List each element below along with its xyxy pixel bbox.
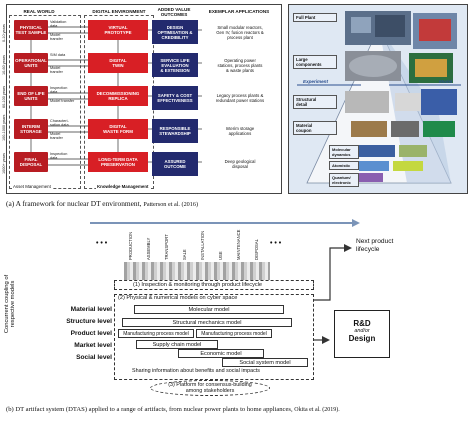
row-connectors bbox=[30, 26, 202, 166]
added-value-box: SERVICE LIFE EVALUATION & EXTENSION bbox=[152, 53, 198, 77]
caption-a-text: (a) A framework for nuclear DT environme… bbox=[6, 199, 142, 208]
panel-a-nuclear-framework: REAL WORLD DIGITAL ENVIRONMENT ADDED VAL… bbox=[2, 4, 468, 208]
link-bottom-label: Model transfer bbox=[50, 132, 63, 140]
supply-chain-model: Supply chain model bbox=[136, 340, 218, 349]
andor-label: and/or bbox=[354, 328, 370, 334]
added-value-box: DESIGN OPTIMISATION & CREDIBILITY bbox=[152, 20, 198, 44]
platform-consensus-text: (3) Platform for consensus-building amon… bbox=[168, 382, 252, 394]
real-world-box: END OF LIFE UNITS bbox=[14, 86, 48, 106]
dots-left: • • • bbox=[96, 240, 108, 247]
rd-label: R&D bbox=[353, 319, 371, 328]
social-system-model: Social system model bbox=[222, 358, 308, 367]
stage-label: USE bbox=[218, 251, 223, 260]
year-label: 10-60 years bbox=[2, 54, 6, 75]
link-top-label: SIM data bbox=[50, 53, 66, 57]
link-bottom-label: Model transfer bbox=[50, 99, 75, 103]
footer-knowledge-management: Knowledge Management bbox=[96, 184, 150, 189]
stage-label: ASSEMBLY bbox=[146, 237, 151, 260]
real-world-box: FINAL DISPOSAL bbox=[14, 152, 48, 172]
exemplar-application: Deep geological disposal bbox=[224, 159, 256, 169]
digital-environment-box: LONG-TERM DATA PRESERVATION bbox=[88, 152, 148, 172]
multiscale-figure: Full Plant Large components Structural d… bbox=[288, 4, 468, 194]
structural-mechanics-model: Structural mechanics model bbox=[122, 318, 292, 327]
lifecycle-icons-strip bbox=[124, 262, 270, 280]
multiscale-pyramid-graphic bbox=[297, 11, 461, 184]
level-large-components: Large components bbox=[293, 55, 337, 69]
added-value-box: SAFETY & COST EFFECTIVENESS bbox=[152, 86, 198, 110]
stage-label: INSTALLATION bbox=[200, 230, 205, 260]
next-product-lifecycle: Next product lifecycle bbox=[356, 238, 394, 253]
footer-asset-management: Asset Management bbox=[12, 184, 52, 189]
stage-label: DISPOSAL bbox=[254, 239, 259, 260]
header-real-world: REAL WORLD bbox=[23, 9, 55, 14]
caption-a-cite: Patterson et al. (2016) bbox=[143, 201, 199, 208]
concurrent-coupling-label: Concurrent coupling of respective models bbox=[4, 274, 16, 334]
real-world-box: OPERATIONAL UNITS bbox=[14, 53, 48, 73]
exemplar-application: Operating power stations, process plants… bbox=[217, 57, 263, 73]
link-top-label: Inspection data bbox=[50, 86, 68, 94]
level-full-plant: Full Plant bbox=[293, 13, 337, 22]
stage-label: MAINTENANCE bbox=[236, 229, 241, 260]
caption-b-text: (b) DT artifact system (DTAS) applied to… bbox=[6, 406, 293, 413]
economic-model: Economic model bbox=[178, 349, 264, 358]
level-molecular-dynamics: Molecular dynamics bbox=[329, 145, 359, 159]
link-bottom-label: Model transfer bbox=[50, 66, 63, 74]
level-atomistic: Atomistic bbox=[329, 161, 359, 170]
stage-label: SALE bbox=[182, 249, 187, 260]
caption-a: (a) A framework for nuclear DT environme… bbox=[6, 199, 198, 208]
manufacturing-process-model-1: Manufacturing process model bbox=[118, 329, 194, 338]
caption-b: (b) DT artifact system (DTAS) applied to… bbox=[6, 406, 474, 413]
link-top-label: Inspection data bbox=[50, 152, 68, 160]
manufacturing-process-model-2: Manufacturing process model bbox=[196, 329, 272, 338]
exemplar-application: Interim storage applications bbox=[225, 126, 255, 136]
link-bottom-label: Model transfer bbox=[50, 33, 63, 41]
feedback-arrows bbox=[314, 244, 352, 344]
header-added-value: ADDED VALUE OUTCOMES bbox=[157, 7, 191, 17]
link-top-label: Characteri- sation data bbox=[50, 119, 69, 127]
header-exemplar: EXEMPLAR APPLICATIONS bbox=[208, 9, 270, 14]
design-label: Design bbox=[348, 334, 376, 343]
label-model: Model bbox=[439, 79, 453, 84]
level-quantum-electronic: Quantum/ electronic bbox=[329, 173, 359, 187]
digital-environment-box: DECOMMISSIONING REPLICA bbox=[88, 86, 148, 106]
year-label: 1000+ years bbox=[2, 152, 6, 174]
label-experiment: Experiment bbox=[303, 79, 329, 84]
stage-label: PRODUCTION bbox=[128, 231, 133, 260]
digital-environment-box: DIGITAL TWIN bbox=[88, 53, 148, 73]
level-material-coupon: Material coupon bbox=[293, 121, 337, 135]
platform-ellipse bbox=[150, 380, 270, 396]
level-product: Product level bbox=[70, 330, 112, 337]
year-label: 100-1000 years bbox=[2, 114, 6, 141]
stage-label: TRANSPORT bbox=[164, 234, 169, 260]
molecular-model: Molecular model bbox=[134, 305, 284, 314]
exemplar-application: Legacy process plants & redundant power … bbox=[215, 93, 265, 103]
exemplar-application: Small modular reactors, Gen IV, fusion r… bbox=[216, 24, 264, 40]
panel-b-dtas: • • • • • • PRODUCTION ASSEMBLY TRANSPORT S… bbox=[0, 214, 474, 424]
year-label: 60-100 years bbox=[2, 85, 6, 108]
lifecycle-arrow bbox=[90, 219, 360, 227]
link-top-label: Validation data bbox=[50, 20, 67, 28]
year-label: 0-10 years bbox=[2, 24, 6, 42]
real-world-box: INTERIM STORAGE bbox=[14, 119, 48, 139]
caption-b-cite: Okita et al. (2019). bbox=[294, 407, 340, 413]
level-market: Market level bbox=[74, 342, 112, 349]
level-social: Social level bbox=[76, 354, 112, 361]
dots-right: • • • bbox=[270, 240, 282, 247]
level-structural-detail: Structural detail bbox=[293, 95, 337, 109]
lifecycle-stages: PRODUCTION ASSEMBLY TRANSPORT SALE INSTALLAT… bbox=[128, 228, 278, 260]
digital-environment-box: VIRTUAL PROTOTYPE bbox=[88, 20, 148, 40]
rd-design-box: R&D and/or Design bbox=[334, 310, 390, 358]
sharing-information-text: Sharing information about benefits and s… bbox=[132, 368, 260, 374]
row-physical-numerical-models: (2) Physical & numerical models on cyber… bbox=[118, 295, 238, 301]
level-structure: Structure level bbox=[66, 318, 112, 325]
level-material: Material level bbox=[70, 306, 112, 313]
header-digital-environment: DIGITAL ENVIRONMENT bbox=[92, 9, 146, 14]
added-value-box: RESPONSIBLE STEWARDSHIP bbox=[152, 119, 198, 143]
added-value-box: ASSURED OUTCOME bbox=[152, 152, 198, 176]
row-inspection-monitoring: (1) Inspection & monitoring through prod… bbox=[114, 280, 314, 290]
digital-environment-box: DIGITAL WASTE FORM bbox=[88, 119, 148, 139]
real-world-box: PHYSICAL TEST SAMPLE bbox=[14, 20, 48, 40]
